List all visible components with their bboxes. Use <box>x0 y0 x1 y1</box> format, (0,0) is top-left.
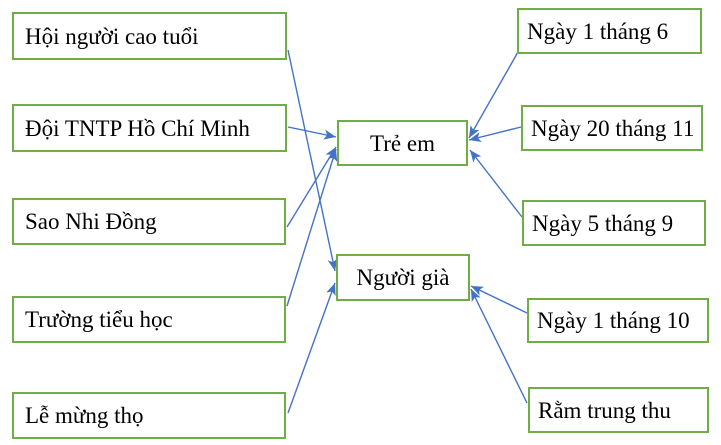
box-tre-em: Trẻ em <box>337 120 468 166</box>
box-doi-tntp-ho-chi-minh: Đội TNTP Hồ Chí Minh <box>12 104 287 152</box>
box-truong-tieu-hoc: Trường tiểu học <box>12 296 286 343</box>
arrow-sao-nhi-dong-to-tre-em <box>286 146 337 228</box>
box-le-mung-tho: Lễ mừng thọ <box>12 392 286 439</box>
arrow-truong-tieu-hoc-to-tre-em <box>286 148 338 307</box>
arrow-ngay-1-thang-10-to-nguoi-gia <box>470 285 528 314</box>
box-ngay-5-thang-9: Ngày 5 tháng 9 <box>522 200 706 246</box>
box-ngay-1-thang-10: Ngày 1 tháng 10 <box>527 298 709 343</box>
arrow-ngay-20-thang-11-to-tre-em <box>468 126 522 142</box>
arrow-doi-tntp-ho-chi-minh-to-tre-em <box>287 126 337 140</box>
arrow-hoi-nguoi-cao-tuoi-to-nguoi-gia <box>287 49 338 272</box>
box-ngay-1-thang-6: Ngày 1 tháng 6 <box>517 8 702 54</box>
arrow-ngay-5-thang-9-to-tre-em <box>469 149 523 218</box>
arrow-le-mung-tho-to-nguoi-gia <box>287 282 336 414</box>
box-hoi-nguoi-cao-tuoi: Hội người cao tuổi <box>12 12 287 60</box>
box-ngay-20-thang-11: Ngày 20 tháng 11 <box>521 105 703 151</box>
box-nguoi-gia: Người già <box>336 254 470 301</box>
box-ram-trung-thu: Rằm trung thu <box>528 387 709 433</box>
box-sao-nhi-dong: Sao Nhi Đồng <box>12 198 286 245</box>
arrow-ram-trung-thu-to-nguoi-gia <box>470 288 528 404</box>
arrow-ngay-1-thang-6-to-tre-em <box>468 51 519 139</box>
